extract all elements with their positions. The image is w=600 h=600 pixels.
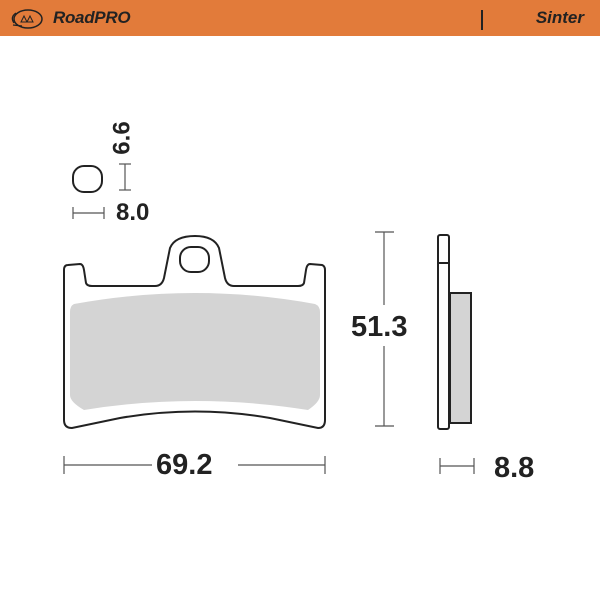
pad-height-value: 51.3 xyxy=(351,311,408,343)
hole-height-value: 6.6 xyxy=(108,121,136,155)
hole-height-dim-line xyxy=(119,163,131,191)
hole-width-dim-line xyxy=(72,207,105,219)
moto-master-logo-icon xyxy=(11,9,43,29)
compound-type: Sinter xyxy=(535,8,584,27)
pad-height-dim-line xyxy=(375,231,394,427)
pad-thickness-value: 8.8 xyxy=(494,452,535,484)
side-view-backing-plate xyxy=(437,234,450,430)
pad-width-dim-line xyxy=(63,456,326,474)
mounting-hole-icon xyxy=(179,246,210,273)
brand-name: RoadPRO xyxy=(53,8,131,27)
friction-material xyxy=(70,293,320,410)
pad-thickness-dim-line xyxy=(439,458,475,474)
side-view-friction-material xyxy=(449,292,472,424)
header-divider xyxy=(481,10,483,30)
pad-width-value: 69.2 xyxy=(156,449,213,481)
header-bar: RoadPRO Sinter xyxy=(0,0,600,36)
hole-detail-icon xyxy=(72,165,103,193)
hole-width-value: 8.0 xyxy=(116,199,150,226)
